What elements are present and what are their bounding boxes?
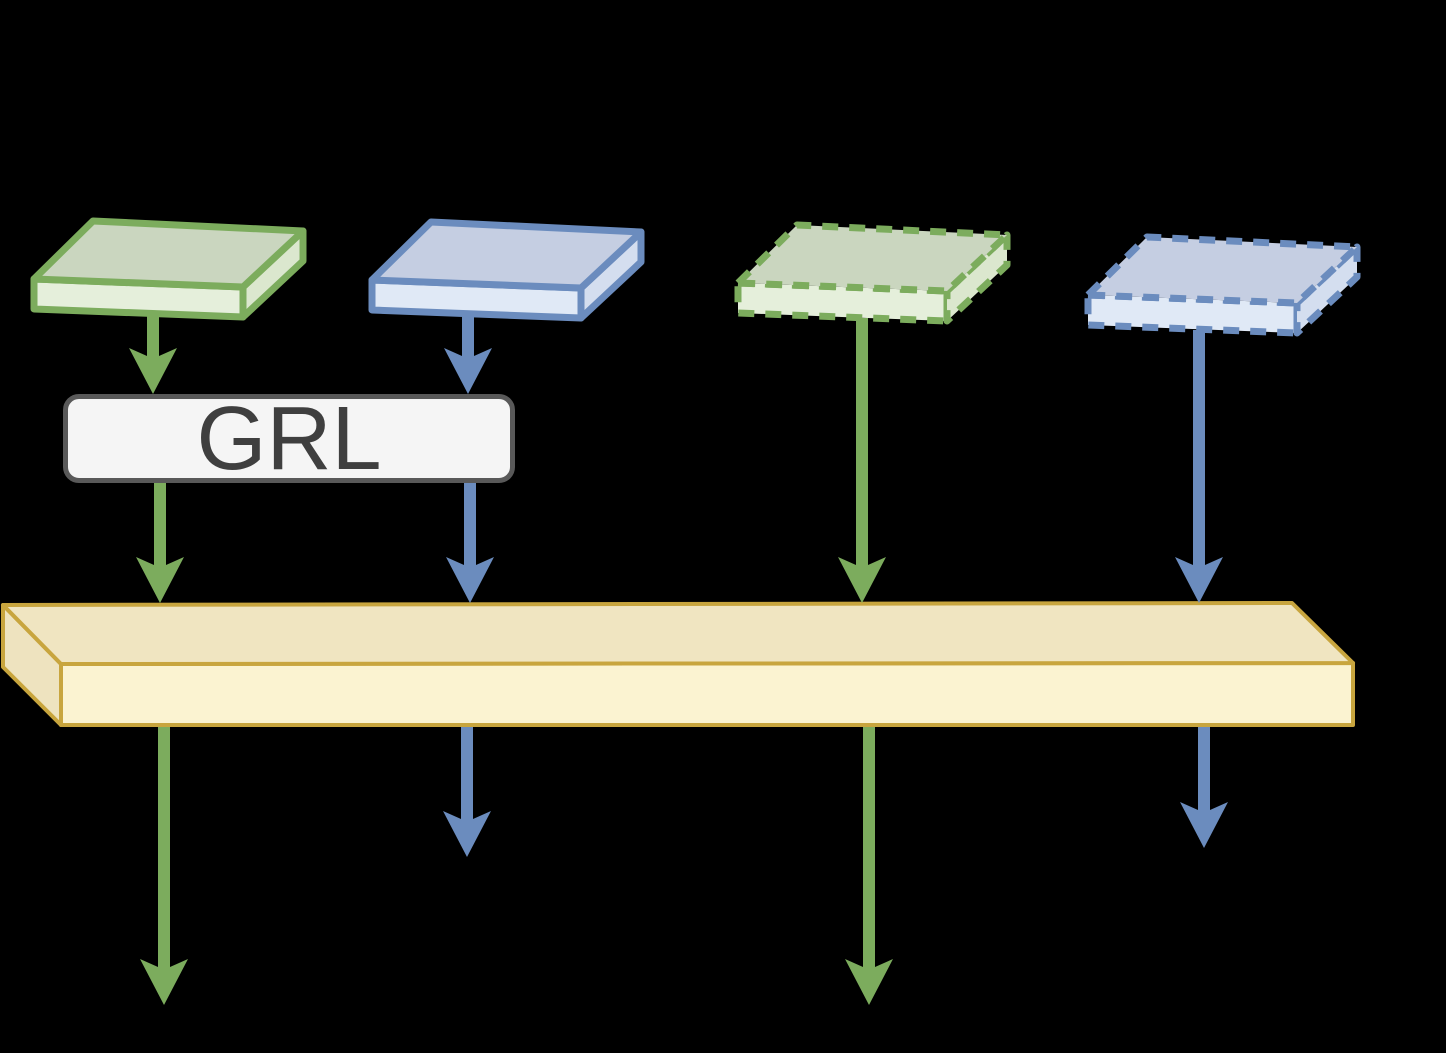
slab-top-face	[1084, 233, 1361, 307]
green-arrow-dashed-slab-to-bar	[838, 318, 886, 603]
slab-right-face	[1293, 243, 1361, 337]
solid-blue-slab	[368, 218, 645, 322]
solid-green-slab	[30, 217, 307, 321]
blue-arrow-grl-to-bar	[446, 483, 494, 603]
green-arrow-slab-to-grl	[129, 316, 177, 394]
slab-top-face	[368, 218, 645, 292]
dashed-green-slab	[734, 221, 1011, 325]
shared-layer-bar	[1, 601, 1355, 727]
blue-arrow-bar-output-1	[443, 723, 491, 857]
bar-front-face	[59, 661, 1355, 727]
blue-arrow-slab-to-grl	[444, 317, 492, 394]
slab-right-face	[943, 231, 1011, 325]
grl-label: GRL	[196, 388, 382, 489]
grl-box: GRL	[63, 388, 515, 489]
blue-arrow-dashed-slab-to-bar	[1175, 330, 1223, 603]
bar-top-face	[1, 601, 1355, 666]
green-arrow-grl-to-bar	[136, 483, 184, 603]
blue-arrow-bar-output-2	[1180, 723, 1228, 848]
input-arrows	[129, 316, 1223, 603]
slab-top-face	[734, 221, 1011, 295]
green-arrow-bar-output-2	[845, 723, 893, 1005]
dashed-blue-slab	[1084, 233, 1361, 337]
slab-top-face	[30, 217, 307, 291]
bar-output-arrows	[140, 723, 1228, 1005]
green-arrow-bar-output-1	[140, 723, 188, 1005]
